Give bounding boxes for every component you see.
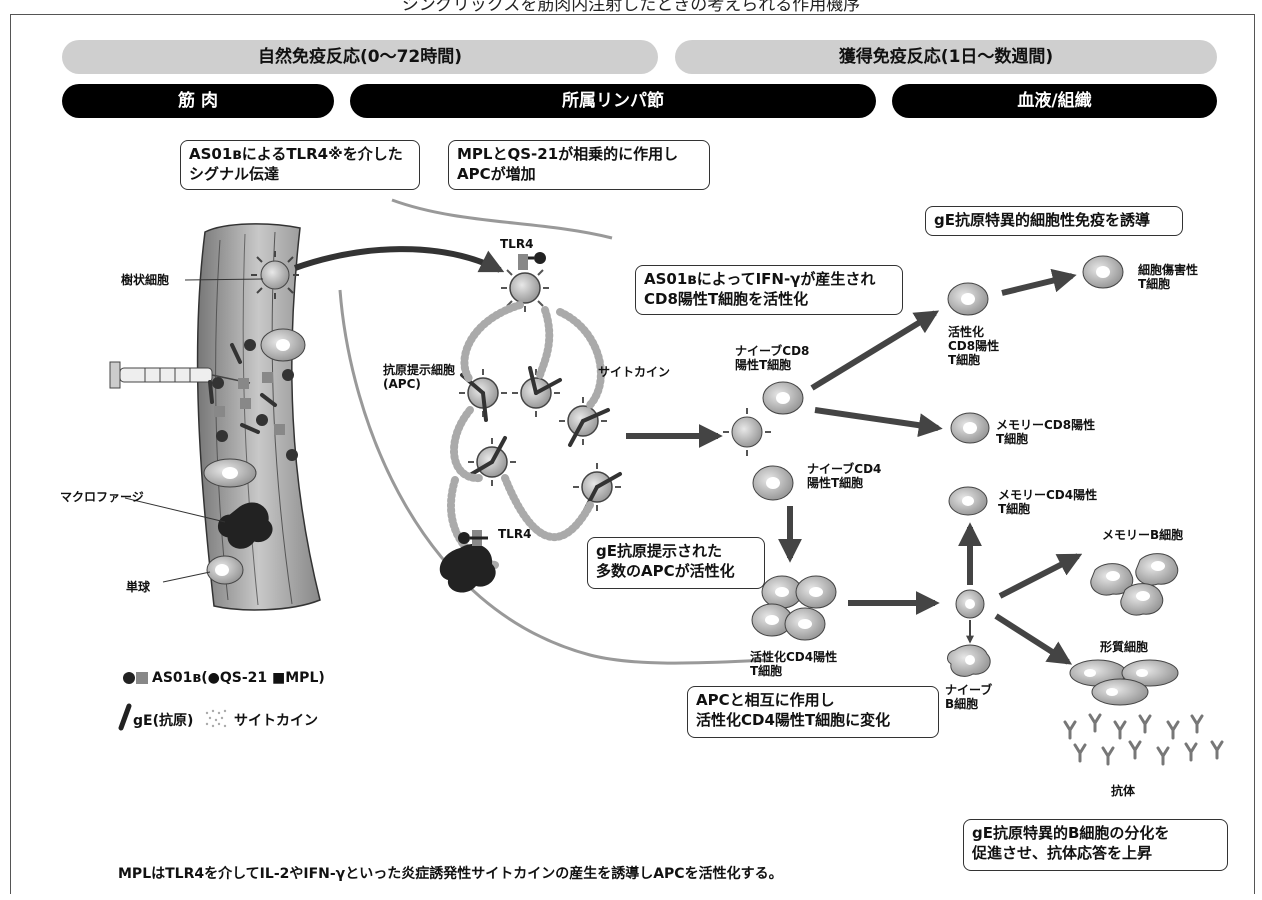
label-monocyte: 単球 — [126, 580, 151, 594]
macrophage-muscle — [218, 502, 273, 549]
label-cytokine: サイトカイン — [598, 365, 671, 379]
diagram-frame — [10, 14, 1255, 894]
label-tlr4-top: TLR4 — [500, 237, 534, 251]
legend-as01b: AS01ʙ(●QS-21 ■MPL) — [152, 670, 325, 686]
apc-presenting-cell — [731, 416, 763, 448]
tlr4-receptor-top — [518, 252, 546, 270]
cytokine-dots — [446, 301, 605, 569]
lymph-node-boundary-bottom — [338, 289, 771, 665]
label-cytotoxic-t-cell: 細胞傷害性 T細胞 — [1138, 263, 1199, 291]
callout-cellular-immunity: gE抗原特異的細胞性免疫を誘導 — [925, 206, 1183, 236]
label-memory-b-cell: メモリーB細胞 — [1102, 528, 1184, 542]
location-muscle: 筋 肉 — [62, 84, 334, 118]
label-naive-cd4: ナイーブCD4 陽性T細胞 — [807, 462, 882, 490]
callout-ifn-gamma: AS01ʙによってIFN-γが産生され CD8陽性T細胞を活性化 — [635, 265, 903, 315]
label-activated-cd8: 活性化 CD8陽性 T細胞 — [948, 325, 1000, 367]
ge-antigen-particles — [208, 343, 277, 434]
activated-cd4-t-cells — [751, 575, 837, 641]
macrophage-lymph-node — [439, 543, 496, 593]
label-naive-cd8: ナイーブCD8 陽性T細胞 — [735, 344, 810, 372]
label-naive-b-cell: ナイーブ B細胞 — [945, 683, 993, 711]
tlr4-receptor-bottom — [458, 530, 488, 546]
phase-adaptive: 獲得免疫反応(1日〜数週間) — [675, 40, 1217, 74]
page-title: シングリックスを筋肉内注射したときの考えられる作用機序 — [401, 0, 861, 15]
label-antibody: 抗体 — [1111, 784, 1136, 798]
callout-apc-activated: gE抗原提示された 多数のAPCが活性化 — [587, 537, 765, 589]
dendritic-cell-muscle — [251, 251, 299, 299]
location-blood-tissue: 血液/組織 — [892, 84, 1217, 118]
label-plasma-cell: 形質細胞 — [1100, 640, 1149, 654]
footnote: MPLはTLR4を介してIL-2やIFN-γといった炎症誘発性サイトカインの産生… — [118, 866, 783, 882]
callout-cd4-activation: APCと相互に作用し 活性化CD4陽性T細胞に変化 — [687, 686, 939, 738]
label-apc: 抗原提示細胞 (APC) — [383, 363, 456, 391]
label-memory-cd8: メモリーCD8陽性 T細胞 — [996, 418, 1096, 446]
legend-cytokine: サイトカイン — [234, 713, 318, 729]
ge-antigen-spikes — [460, 366, 622, 512]
legend-ge-symbol — [118, 703, 132, 731]
label-macrophage: マクロファージ — [60, 490, 144, 504]
callout-apc-increase: MPLとQS-21が相乗的に作用し APCが増加 — [448, 140, 710, 190]
apc-cluster — [467, 272, 613, 503]
syringe-icon — [109, 361, 251, 389]
label-activated-cd4: 活性化CD4陽性 T細胞 — [750, 650, 838, 678]
label-dendritic-cell: 樹状細胞 — [121, 273, 170, 287]
callout-b-cell-differentiation: gE抗原特異的B細胞の分化を 促進させ、抗体応答を上昇 — [963, 819, 1228, 871]
memory-b-cells — [1090, 553, 1179, 616]
legend-cytokine-symbol — [205, 709, 227, 728]
antibodies — [1063, 713, 1224, 766]
callout-tlr4-signal: AS01ʙによるTLR4※を介した シグナル伝達 — [180, 140, 420, 190]
label-memory-cd4: メモリーCD4陽性 T細胞 — [998, 488, 1098, 516]
plasma-cells — [1069, 659, 1179, 706]
legend-ge-antigen: gE(抗原) — [133, 713, 194, 729]
label-tlr4-bottom: TLR4 — [498, 527, 532, 541]
location-lymph-node: 所属リンパ節 — [350, 84, 876, 118]
lymph-node-boundary-top — [391, 198, 613, 240]
legend-as01b-symbol — [123, 672, 148, 684]
phase-innate: 自然免疫反応(0〜72時間) — [62, 40, 658, 74]
as01b-particles — [212, 339, 298, 461]
